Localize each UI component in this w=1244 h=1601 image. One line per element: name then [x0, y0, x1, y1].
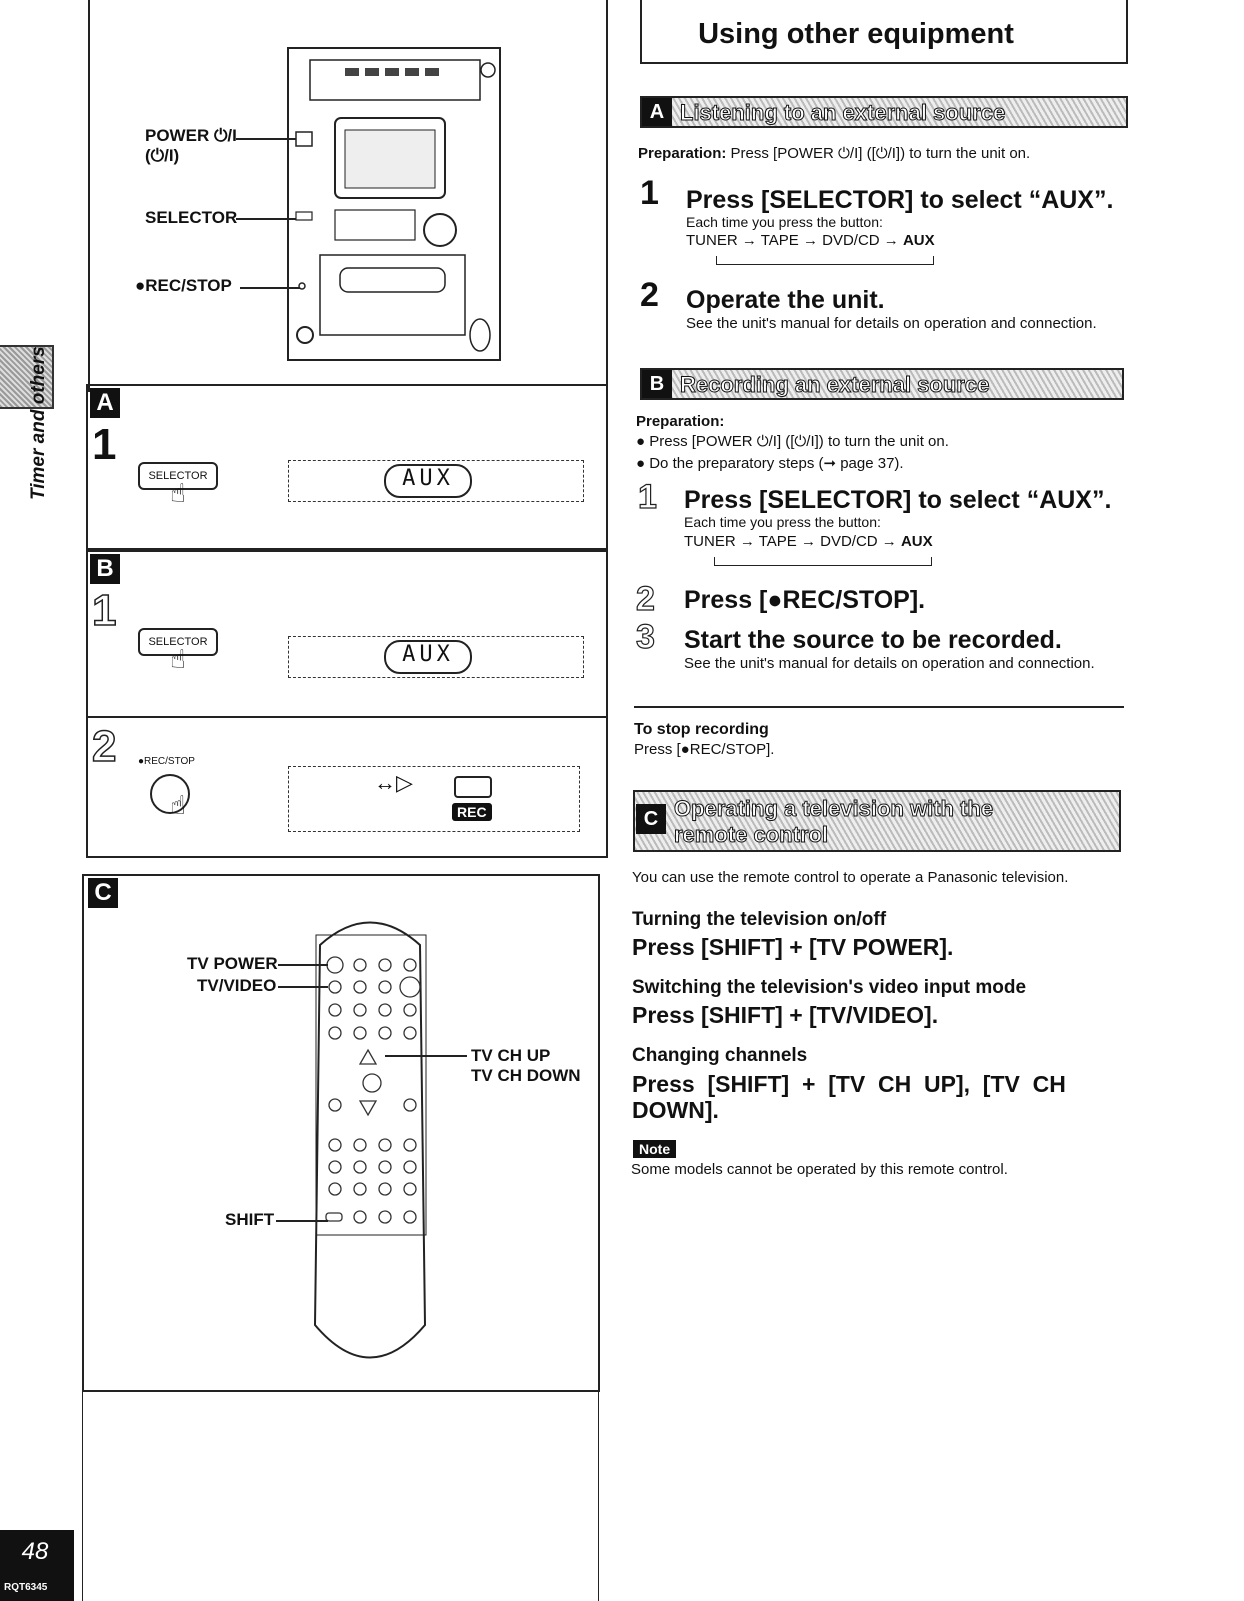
power-callout-sub: (⏻/I): [145, 146, 180, 165]
section-b-step1-number: 1: [637, 477, 657, 516]
section-c-title-line1: Operating a television with the: [673, 796, 994, 822]
right-frame-rule: [606, 0, 608, 392]
section-a-step1-heading: Press [SELECTOR] to select “AUX”.: [686, 186, 1114, 214]
section-b-letter: B: [642, 370, 672, 398]
cassette-icon: [454, 776, 492, 798]
rec-stop-button[interactable]: [150, 774, 190, 814]
tv-power-leader: [278, 964, 328, 966]
play-indicator: ↔▷: [374, 770, 413, 795]
section-a-step2-number: 2: [640, 276, 659, 314]
note-text: Some models cannot be operated by this r…: [631, 1161, 1008, 1178]
section-b-step1-sequence: TUNER → TAPE → DVD/CD → AUX: [684, 533, 933, 550]
section-c-intro: You can use the remote control to operat…: [632, 869, 1069, 886]
remote-control-illustration: [300, 905, 440, 1375]
rec-stop-leader: [240, 287, 300, 289]
stereo-unit-illustration: [280, 40, 510, 370]
selector-leader: [236, 218, 296, 220]
stop-recording-heading: To stop recording: [634, 721, 769, 738]
hand-press-icon: ☝: [170, 478, 186, 508]
section-c-command-1: Press [SHIFT] + [TV POWER].: [632, 934, 954, 960]
section-b-step1-heading: Press [SELECTOR] to select “AUX”.: [684, 486, 1112, 514]
page-number: 48: [21, 1538, 49, 1565]
panel-b-step2: [86, 716, 608, 858]
panel-a-letter: A: [90, 388, 120, 418]
panel-b-display: [288, 636, 584, 678]
panel-a-lcd-aux: AUX: [384, 464, 472, 498]
power-leader: [236, 138, 296, 140]
section-c-command-3b: DOWN].: [632, 1097, 719, 1123]
rec-stop-label: ●REC/STOP: [138, 756, 195, 767]
rec-stop-callout: ●REC/STOP: [135, 276, 232, 295]
section-c-title-line2: remote control: [673, 822, 829, 848]
divider: [634, 706, 1124, 708]
shift-callout: SHIFT: [225, 1210, 275, 1229]
tv-ch-down-callout: TV CH DOWN: [471, 1066, 581, 1085]
section-c-heading-1: Turning the television on/off: [632, 909, 887, 930]
page-title: Using other equipment: [698, 18, 1014, 50]
section-b-step3-number: 3: [635, 617, 655, 656]
panel-a: [86, 384, 608, 550]
stop-recording-text: Press [●REC/STOP].: [634, 741, 775, 758]
sequence-loop-arrow: [716, 256, 934, 265]
shift-leader: [276, 1220, 328, 1222]
panel-b-step2-display: [288, 766, 580, 832]
section-b-step1-sub: Each time you press the button:: [684, 514, 881, 530]
section-a-letter: A: [642, 98, 672, 126]
section-a-step1-sub: Each time you press the button:: [686, 214, 883, 230]
section-a-preparation: Preparation: Press [POWER ⏻/I] ([⏻/I]) t…: [638, 145, 1031, 162]
tv-video-leader: [278, 986, 328, 988]
hand-press-icon: ☝: [170, 644, 186, 674]
panel-a-display: [288, 460, 584, 502]
tv-video-callout: TV/VIDEO: [197, 976, 277, 995]
section-label: Timer and others: [28, 346, 49, 500]
section-a-title: Listening to an external source: [679, 100, 1006, 126]
left-frame-rule: [88, 0, 90, 392]
panel-c: [82, 874, 600, 1392]
section-b-step2-number: 2: [635, 579, 655, 618]
panel-b-step1-number: 1: [91, 585, 117, 636]
bottom-frame-rule: [82, 1392, 83, 1601]
panel-b-lcd-aux: AUX: [384, 640, 472, 674]
rec-badge: REC: [452, 803, 492, 821]
section-b-step3-heading: Start the source to be recorded.: [684, 626, 1062, 654]
bottom-frame-rule-right: [598, 1392, 599, 1601]
selector-button-b[interactable]: SELECTOR: [138, 628, 218, 656]
section-b-bar: [640, 368, 1124, 400]
document-code: RQT6345: [4, 1582, 48, 1593]
panel-c-letter: C: [88, 878, 118, 908]
section-a-step1-number: 1: [640, 174, 659, 212]
section-b-prep-2: ● Do the preparatory steps (➞ page 37).: [636, 455, 904, 472]
section-a-step1-sequence: TUNER → TAPE → DVD/CD → AUX: [686, 232, 935, 249]
power-callout: POWER ⏻/I: [145, 126, 237, 145]
section-b-title: Recording an external source: [679, 372, 990, 398]
page-number-box: [0, 1530, 74, 1601]
section-tab: [0, 345, 54, 409]
section-b-step3-sub: See the unit's manual for details on ope…: [684, 655, 1095, 672]
section-a-bar: [640, 96, 1128, 128]
section-b-prep-label: Preparation:: [636, 413, 725, 430]
section-b-prep-1: ● Press [POWER ⏻/I] ([⏻/I]) to turn the …: [636, 433, 949, 450]
selector-callout: SELECTOR: [145, 208, 238, 227]
title-box: [640, 0, 1128, 64]
hand-press-icon: ☝: [170, 790, 186, 820]
section-c-bar: [633, 790, 1121, 852]
section-c-letter: C: [636, 804, 666, 834]
ch-leader: [385, 1055, 467, 1057]
section-c-heading-2: Switching the television's video input m…: [632, 977, 1027, 998]
section-c-heading-3: Changing channels: [632, 1045, 808, 1066]
tv-power-callout: TV POWER: [187, 954, 278, 973]
section-c-command-2: Press [SHIFT] + [TV/VIDEO].: [632, 1002, 939, 1028]
note-badge: Note: [633, 1140, 677, 1158]
panel-b-letter: B: [90, 554, 120, 584]
section-c-command-3a: Press [SHIFT] + [TV CH UP], [TV CH: [632, 1071, 1066, 1097]
section-a-step2-heading: Operate the unit.: [686, 286, 885, 314]
section-b-step2-heading: Press [●REC/STOP].: [684, 586, 926, 614]
panel-b-step2-number: 2: [91, 721, 117, 772]
selector-button[interactable]: SELECTOR: [138, 462, 218, 490]
panel-a-step-number: 1: [92, 420, 117, 469]
tv-ch-up-callout: TV CH UP: [471, 1046, 551, 1065]
section-a-step2-sub: See the unit's manual for details on ope…: [686, 315, 1097, 332]
sequence-loop-arrow: [714, 557, 932, 566]
